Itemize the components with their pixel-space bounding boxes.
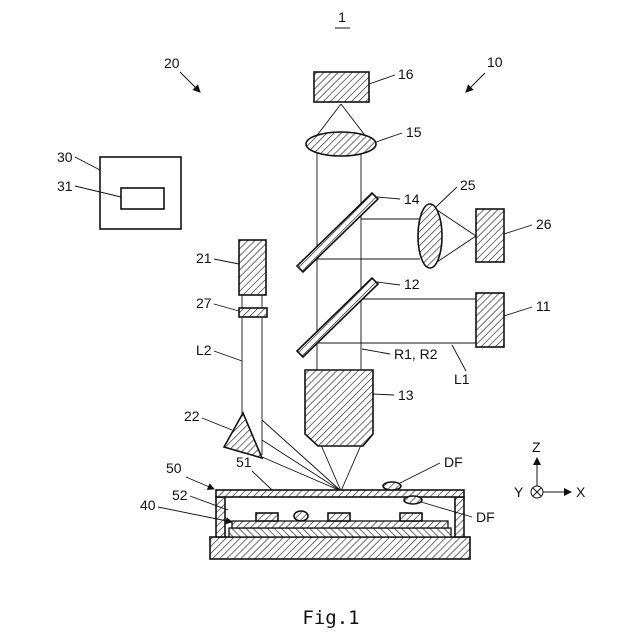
label-camera-26: 26 [536, 216, 552, 232]
leader-camera-21 [214, 259, 239, 264]
chamber-wall-right [455, 497, 464, 537]
label-system-10: 10 [487, 54, 503, 70]
beam-prism-to-sample-3 [262, 457, 341, 491]
leader-lens-25 [436, 187, 457, 207]
arrow-system-20 [180, 72, 200, 92]
camera-21 [239, 240, 266, 295]
label-stage-50: 50 [166, 460, 182, 476]
cover-51 [216, 490, 464, 497]
label-beam-l1: L1 [454, 371, 470, 387]
leader-cover-51 [252, 471, 272, 490]
label-beam-r: R1, R2 [394, 346, 438, 362]
label-camera-21: 21 [196, 250, 212, 266]
label-light-source-11: 11 [536, 298, 551, 314]
label-layer-52: 52 [172, 487, 188, 503]
label-defect-bottom: DF [476, 509, 495, 525]
lens-25 [418, 204, 442, 268]
label-computer: 30 [57, 149, 73, 165]
stage-base [210, 537, 470, 559]
leader-camera-26 [504, 225, 532, 234]
figure-caption: Fig.1 [302, 607, 359, 629]
unit-16 [314, 72, 369, 102]
beam-prism-to-sample-2 [262, 440, 341, 491]
beam-cone-26-bottom [437, 236, 476, 262]
camera-26 [476, 209, 504, 262]
figure-number: 1 [338, 9, 346, 25]
leader-light-source-11 [504, 307, 532, 316]
beam-cone-26-top [437, 210, 476, 236]
sample-particle [294, 511, 308, 521]
prism-22 [224, 413, 262, 458]
label-system-20: 20 [164, 55, 180, 71]
light-source-11 [476, 293, 504, 347]
sample-substrate-upper [232, 521, 448, 528]
label-beam-l2: L2 [196, 342, 212, 358]
display-box [121, 188, 164, 209]
label-filter-27: 27 [196, 295, 212, 311]
lens-15 [306, 132, 376, 156]
leader-defect-top [400, 463, 440, 483]
axis-z-label: Z [532, 439, 541, 455]
leader-beam-r [362, 349, 390, 354]
defect-top [383, 482, 401, 490]
leader-computer [75, 157, 100, 170]
sample-feature-3 [400, 513, 422, 521]
leader-filter-27 [214, 304, 239, 311]
leader-beam-l1 [452, 345, 466, 371]
label-cover-51: 51 [236, 454, 252, 470]
leader-beam-l2 [214, 351, 242, 361]
defect-bottom [404, 496, 422, 504]
leader-prism-22 [202, 418, 232, 430]
label-defect-top: DF [444, 454, 463, 470]
label-unit-16: 16 [398, 66, 414, 82]
label-mirror-14: 14 [404, 191, 420, 207]
beam-focus-right [341, 445, 361, 491]
chamber-wall-left [216, 497, 225, 537]
mirror-12 [297, 278, 378, 357]
sample-feature-2 [328, 513, 350, 521]
label-display: 31 [57, 178, 73, 194]
leader-mirror-12 [377, 282, 400, 285]
label-lens-25: 25 [460, 177, 476, 193]
axis-x-label: X [576, 484, 586, 500]
label-objective-13: 13 [398, 387, 414, 403]
arrow-system-10 [466, 73, 485, 92]
filter-27 [239, 308, 267, 317]
sample-feature-1 [256, 513, 278, 521]
label-lens-15: 15 [406, 124, 422, 140]
leader-objective-13 [373, 394, 394, 395]
sample-substrate-lower [229, 528, 451, 537]
objective-13 [305, 370, 373, 446]
label-mirror-12: 12 [404, 276, 420, 292]
mirror-14 [297, 193, 378, 272]
arrow-stage-50 [186, 477, 214, 489]
leader-lens-15 [376, 133, 402, 142]
leader-mirror-14 [377, 197, 400, 199]
leader-unit-16 [369, 75, 395, 84]
label-prism-22: 22 [184, 408, 200, 424]
label-sample-40: 40 [140, 497, 156, 513]
axis-y-label: Y [514, 484, 524, 500]
